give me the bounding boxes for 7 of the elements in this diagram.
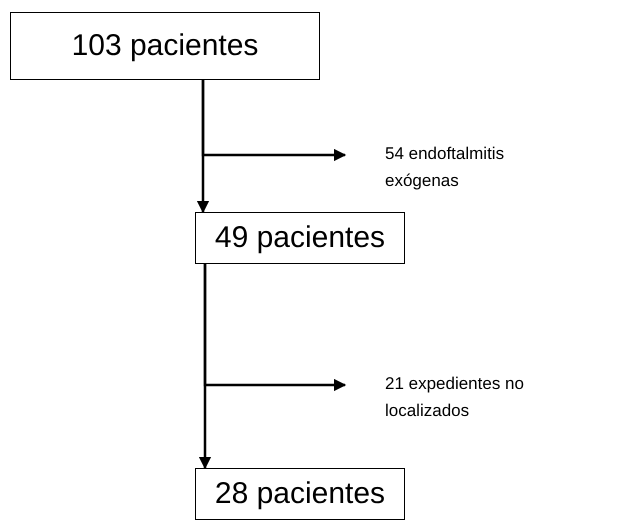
arrow: [204, 264, 346, 392]
process-box: 49 pacientes: [195, 212, 405, 264]
exclusion-note: 54 endoftalmitis exógenas: [345, 140, 545, 206]
process-box: 103 pacientes: [10, 12, 320, 80]
process-box: 28 pacientes: [195, 468, 405, 520]
arrow: [202, 80, 346, 162]
exclusion-note: 21 expedientes no localizados: [345, 370, 585, 436]
